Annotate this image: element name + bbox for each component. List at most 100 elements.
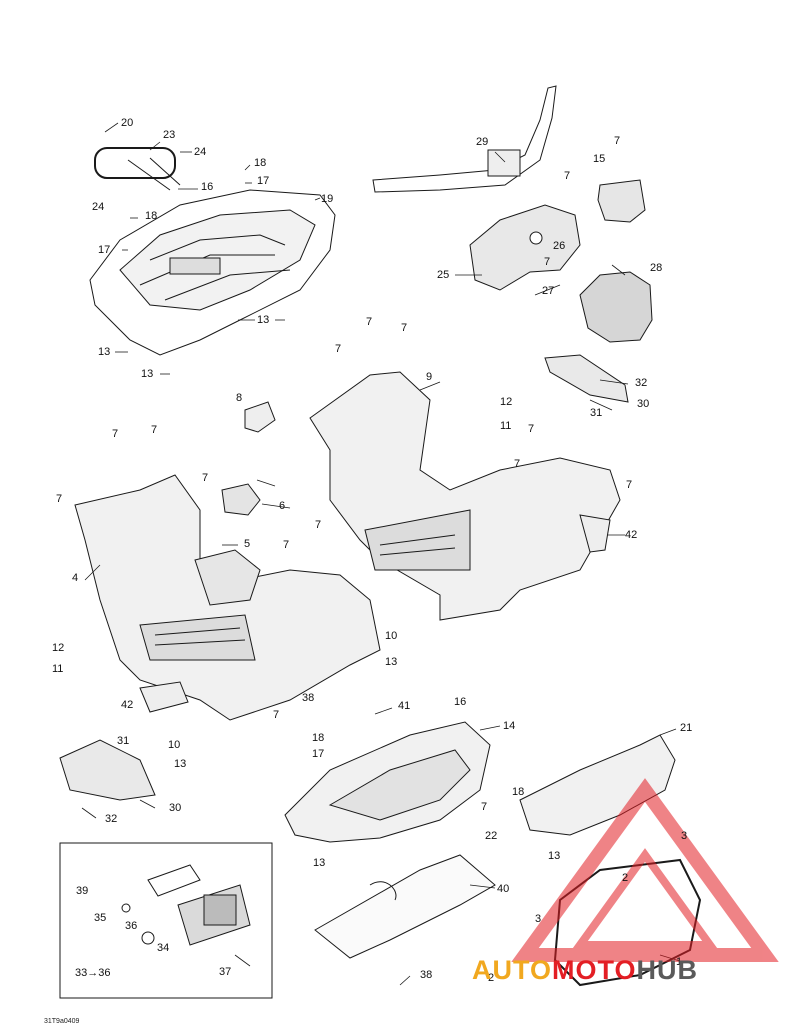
front-rack-drawing (284, 721, 491, 843)
mudguard-42-right-drawing (579, 514, 611, 553)
callout-39: 39 (76, 885, 89, 897)
callout-11: 11 (500, 420, 512, 432)
callout-4: 4 (72, 572, 79, 584)
callout-33-36: 33→36 (75, 967, 111, 979)
callout-3: 3 (535, 913, 542, 925)
callout-7: 7 (283, 539, 290, 551)
callout-13: 13 (141, 368, 154, 380)
callout-36: 36 (125, 920, 138, 932)
callout-7: 7 (273, 709, 280, 721)
cover-28-drawing (579, 271, 653, 343)
callout-19: 19 (321, 193, 334, 205)
callout-5: 5 (244, 538, 251, 550)
callout-14: 14 (503, 720, 516, 732)
callout-21: 21 (680, 722, 693, 734)
watermark-text: AUTOMOTOHUB (472, 955, 698, 986)
figure-code: 31T9a0409 (44, 1018, 80, 1025)
callout-7: 7 (202, 472, 209, 484)
plate-40-drawing (314, 854, 496, 959)
callout-15: 15 (593, 153, 606, 165)
watermark-hub: HUB (636, 955, 699, 985)
callout-32: 32 (105, 813, 118, 825)
callout-41: 41 (398, 700, 411, 712)
callout-7: 7 (528, 423, 535, 435)
callout-17: 17 (312, 748, 325, 760)
callout-16: 16 (454, 696, 467, 708)
front-rack-21-drawing (519, 734, 676, 836)
callout-1: 1 (676, 956, 683, 968)
callout-7: 7 (544, 256, 551, 268)
callout-17: 17 (98, 244, 111, 256)
rear-rack-drawing (89, 189, 336, 356)
callout-18: 18 (512, 786, 525, 798)
callout-7: 7 (112, 428, 119, 440)
callout-7: 7 (335, 343, 342, 355)
callout-26: 26 (553, 240, 566, 252)
callout-7: 7 (514, 458, 521, 470)
callout-34: 34 (157, 942, 170, 954)
callout-13: 13 (548, 850, 561, 862)
callout-31: 31 (117, 735, 130, 747)
callout-38: 38 (302, 692, 315, 704)
callout-35: 35 (94, 912, 107, 924)
inset-box-drawing (59, 842, 273, 999)
handlebar-cover-drawing (469, 204, 581, 291)
left-fender-drawing (74, 474, 381, 721)
callout-32: 32 (635, 377, 648, 389)
callout-25: 25 (437, 269, 450, 281)
callout-7: 7 (366, 316, 373, 328)
callout-10: 10 (168, 739, 181, 751)
callout-12: 12 (52, 642, 65, 654)
callout-13: 13 (98, 346, 111, 358)
callout-7: 7 (614, 135, 621, 147)
callout-23: 23 (163, 129, 176, 141)
callout-13: 13 (313, 857, 326, 869)
callout-13: 13 (385, 656, 398, 668)
callout-7: 7 (315, 519, 322, 531)
callout-18: 18 (145, 210, 158, 222)
callout-10: 10 (385, 630, 398, 642)
callout-22: 22 (485, 830, 498, 842)
callout-9: 9 (426, 371, 433, 383)
callout-7: 7 (564, 170, 571, 182)
callout-2: 2 (488, 972, 495, 984)
handle-23-drawing (94, 147, 181, 191)
callout-16: 16 (201, 181, 214, 193)
callout-7: 7 (401, 322, 408, 334)
callout-7: 7 (626, 479, 633, 491)
callout-29: 29 (476, 136, 489, 148)
callout-37: 37 (219, 966, 232, 978)
callout-28: 28 (650, 262, 663, 274)
callout-12: 12 (500, 396, 513, 408)
callout-13: 13 (174, 758, 187, 770)
callout-31: 31 (590, 407, 603, 419)
callout-7: 7 (481, 801, 488, 813)
callout-13: 13 (257, 314, 270, 326)
callout-6: 6 (279, 500, 286, 512)
callout-38: 38 (420, 969, 433, 981)
callout-30: 30 (169, 802, 182, 814)
callout-7: 7 (151, 424, 158, 436)
bracket-30-drawing (544, 354, 629, 403)
callout-27: 27 (542, 285, 555, 297)
callout-17: 17 (257, 175, 270, 187)
part-15-drawing (597, 179, 646, 223)
callout-42: 42 (121, 699, 134, 711)
callout-30: 30 (637, 398, 650, 410)
watermark-auto: AUTO (472, 955, 553, 985)
bracket-30-lower-drawing (59, 739, 156, 801)
callout-18: 18 (254, 157, 267, 169)
mudguard-42-left-drawing (139, 681, 189, 713)
callout-24: 24 (194, 146, 207, 158)
right-fender-drawing (309, 371, 621, 621)
callout-40: 40 (497, 883, 510, 895)
watermark-moto: MOTO (552, 955, 637, 985)
callout-8: 8 (236, 392, 243, 404)
callout-42: 42 (625, 529, 638, 541)
part-8-drawing (244, 401, 276, 433)
callout-24: 24 (92, 201, 105, 213)
handlebar-drawing (372, 85, 557, 193)
callout-18: 18 (312, 732, 325, 744)
callout-3: 3 (681, 830, 688, 842)
